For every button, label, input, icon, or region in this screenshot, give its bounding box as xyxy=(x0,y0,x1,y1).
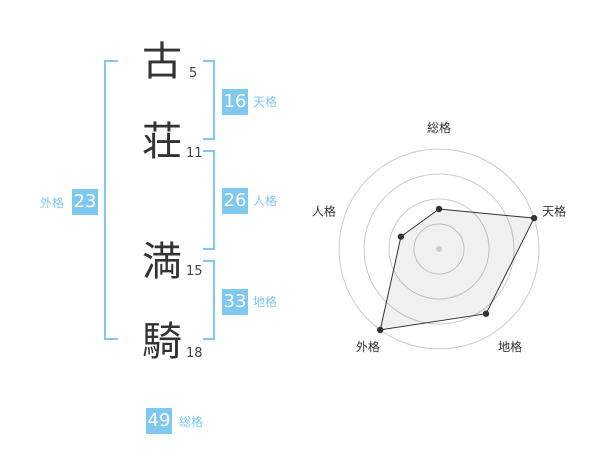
stroke-count-4: 18 xyxy=(186,346,203,361)
gai-label: 外格 xyxy=(40,196,65,210)
radar-point-2 xyxy=(530,214,538,222)
stroke-count-3: 15 xyxy=(186,264,203,279)
name-char-3: 満 xyxy=(142,239,182,285)
radar-ring xyxy=(388,198,490,300)
jin-label: 人格 xyxy=(253,194,278,208)
radar-point-5 xyxy=(397,233,405,240)
stroke-count-2: 11 xyxy=(186,146,203,161)
radar-ring xyxy=(338,148,540,350)
radar-axis-label-5: 人格 xyxy=(312,204,336,219)
name-char-4: 騎 xyxy=(142,319,182,365)
outer-bracket xyxy=(104,60,118,340)
radar-point-1 xyxy=(435,205,443,213)
radar-ring xyxy=(363,173,515,325)
radar-axis-label-1: 総格 xyxy=(427,120,451,135)
radar-points xyxy=(377,205,538,334)
name-char-2: 荘 xyxy=(142,119,182,165)
name-char-1: 古 xyxy=(142,39,182,85)
gai-value-badge: 23 xyxy=(72,189,98,215)
ten-label: 天格 xyxy=(253,95,278,109)
radar-point-3 xyxy=(482,310,490,317)
chi-label: 地格 xyxy=(253,295,278,309)
stroke-count-1: 5 xyxy=(189,66,198,81)
sou-label: 総格 xyxy=(179,415,204,429)
radar-axis-label-2: 天格 xyxy=(542,204,566,219)
chi-bracket xyxy=(203,260,215,340)
sou-value-badge: 49 xyxy=(146,408,172,434)
ten-value-badge: 16 xyxy=(222,89,248,115)
radar-axis-label-3: 地格 xyxy=(498,339,522,354)
radar-axis-label-4: 外格 xyxy=(356,339,380,354)
chi-value-badge: 33 xyxy=(222,289,248,315)
jin-value-badge: 26 xyxy=(222,188,248,214)
radar-rings xyxy=(338,148,540,350)
ten-bracket xyxy=(203,60,215,140)
radar-ring xyxy=(413,223,465,275)
radar-point-4 xyxy=(377,326,384,334)
radar-center-dot xyxy=(436,246,442,252)
jin-bracket xyxy=(203,150,215,250)
radar-area xyxy=(379,208,535,331)
